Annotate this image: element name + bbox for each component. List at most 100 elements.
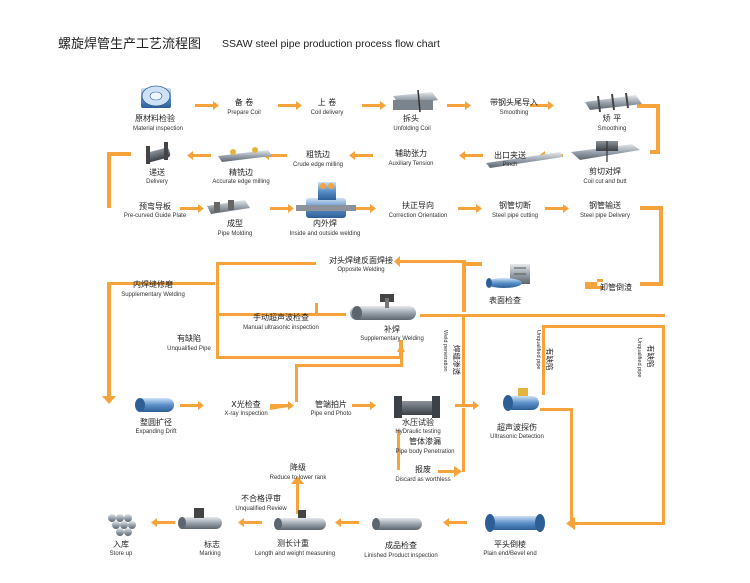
step-en: Pre-curved Guide Plate (124, 213, 187, 219)
step-cn: 剪切对焊 (589, 166, 621, 176)
step-en: Discard as worthless (395, 477, 450, 483)
step-en: Prepare Coil (227, 110, 260, 116)
step-en: Length and weight measuning (255, 551, 335, 557)
step-cn: 出口夹送 (494, 150, 526, 160)
step-cn: 粗铣边 (306, 149, 330, 159)
step-en: Crude edge milling (293, 162, 343, 168)
unfolding-coil-icon (393, 89, 438, 113)
side-labels: Weld penetration 焊缝渗透 Unqualified pipe 有… (442, 330, 656, 377)
length-weight-icon (274, 510, 326, 530)
weld-penetration-cn: 焊缝渗透 (452, 345, 462, 375)
step-en: Supplementary Welding (360, 336, 424, 342)
step-cn: 报废 (415, 464, 431, 474)
step-en: Material inspection (133, 126, 183, 132)
step-en: Pipe Molding (218, 231, 253, 237)
step-cn: 管端拍片 (315, 399, 347, 409)
step-cn: 成型 (227, 218, 243, 228)
step-en: Inside and outside welding (290, 231, 361, 237)
step-en: Delivery (146, 179, 168, 185)
welding-machine-icon (296, 182, 356, 218)
step-labels: 原材料检验 Material inspection 备 卷 Prepare Co… (110, 97, 632, 559)
step-cn: 卸管倒渣 (600, 282, 632, 292)
step-en: Linished Product inspection (364, 553, 437, 559)
step-cn: 预弯导板 (139, 201, 171, 211)
page-title-cn: 螺旋焊管生产工艺流程图 (58, 36, 201, 52)
flow-arrows (102, 101, 665, 530)
step-cn: 带钢头尾导入 (490, 97, 538, 107)
step-en: Steel pipe cutting (492, 213, 538, 219)
step-cn: 对头焊缝反面焊接 (329, 255, 393, 265)
step-cn: 不合格评审 (241, 493, 281, 503)
unqualified-b-en: Unqualified pipe (636, 338, 642, 377)
step-en: Unqualified Review (235, 506, 287, 512)
step-cn: 有缺陷 (177, 333, 201, 343)
step-en: Pinch (502, 162, 517, 168)
step-cn: 矫 平 (603, 113, 622, 123)
step-cn: 原材料检验 (135, 113, 175, 123)
step-cn: 平头倒棱 (494, 539, 526, 549)
step-en: Smoothing (500, 110, 529, 116)
step-cn: 钢管输送 (589, 200, 621, 210)
step-cn: 标志 (204, 539, 220, 549)
finished-product-icon (372, 518, 422, 530)
step-cn: 降级 (290, 462, 306, 472)
smoothing-rollers-icon (585, 92, 642, 113)
arrow-row5 (180, 401, 479, 410)
step-en: Accurate edge milling (212, 179, 269, 185)
step-cn: 测长计重 (277, 538, 309, 548)
step-en: Supplementary Welding (121, 292, 185, 298)
step-en: HyDraulic testing (395, 429, 440, 435)
arrow-row1 (195, 101, 554, 110)
step-en: Unfolding Coil (393, 126, 430, 132)
guide-plate-icon (207, 200, 250, 214)
step-cn: 整圆扩径 (140, 417, 172, 427)
surface-inspection-icon (486, 264, 530, 288)
weld-penetration-en: Weld penetration (442, 330, 448, 371)
step-cn: 精铣边 (229, 167, 253, 177)
pinch-plate-icon (486, 152, 563, 168)
step-cn: 手动超声波检查 (253, 312, 309, 322)
step-en: Ultrasonic Detection (490, 434, 544, 440)
arrow-row3 (180, 204, 569, 213)
step-en: Pipe body Penetration (395, 449, 454, 455)
page-title-en: SSAW steel pipe production process flow … (222, 38, 440, 50)
arrow-row2 (187, 151, 563, 160)
step-cn: 拆头 (403, 113, 419, 123)
step-cn: 水压试验 (402, 417, 434, 427)
step-cn: 管体渗漏 (409, 436, 441, 446)
step-en: Coil delivery (311, 110, 344, 116)
marking-icon (178, 508, 222, 529)
step-en: Auxiliary Tension (389, 161, 434, 167)
step-en: Pipe end Photo (310, 411, 352, 417)
step-cn: 成品检查 (385, 540, 417, 550)
step-en: Reduce to lower rank (270, 475, 328, 481)
arrow-row6 (151, 518, 467, 527)
step-en: Expanding Drift (135, 429, 176, 435)
step-cn: 内焊缝修磨 (133, 279, 173, 289)
step-en: Marking (199, 551, 220, 557)
hydraulic-testing-icon (394, 396, 440, 418)
step-cn: 递送 (149, 167, 165, 177)
step-en: Opposite Welding (337, 267, 384, 273)
step-en: Coil cut and butt (583, 179, 627, 185)
step-cn: 超声波探伤 (497, 422, 537, 432)
step-cn: 钢管切断 (499, 200, 531, 210)
step-cn: 扶正导向 (402, 200, 434, 210)
cut-butt-icon (571, 141, 640, 162)
plain-end-icon (485, 514, 545, 532)
step-cn: 入库 (113, 539, 129, 549)
step-en: Unqualified Pipe (167, 346, 211, 352)
step-en: Steel pipe Delivery (580, 213, 630, 219)
delivery-rollers-icon (145, 142, 171, 164)
unqualified-b-cn: 有缺陷 (646, 345, 656, 368)
store-up-icon (108, 514, 136, 536)
step-en: X-ray Inspection (224, 411, 267, 417)
step-cn: 内外焊 (313, 218, 337, 228)
step-cn: 表面检查 (489, 295, 521, 305)
step-cn: 备 卷 (235, 97, 254, 107)
step-en: Plain end/Bevel end (483, 551, 536, 557)
unqualified-a-cn: 有缺陷 (545, 348, 555, 371)
step-en: Manual ultrasonic inspection (243, 325, 319, 331)
coil-icon (141, 85, 171, 108)
step-cn: X光检查 (231, 399, 260, 409)
